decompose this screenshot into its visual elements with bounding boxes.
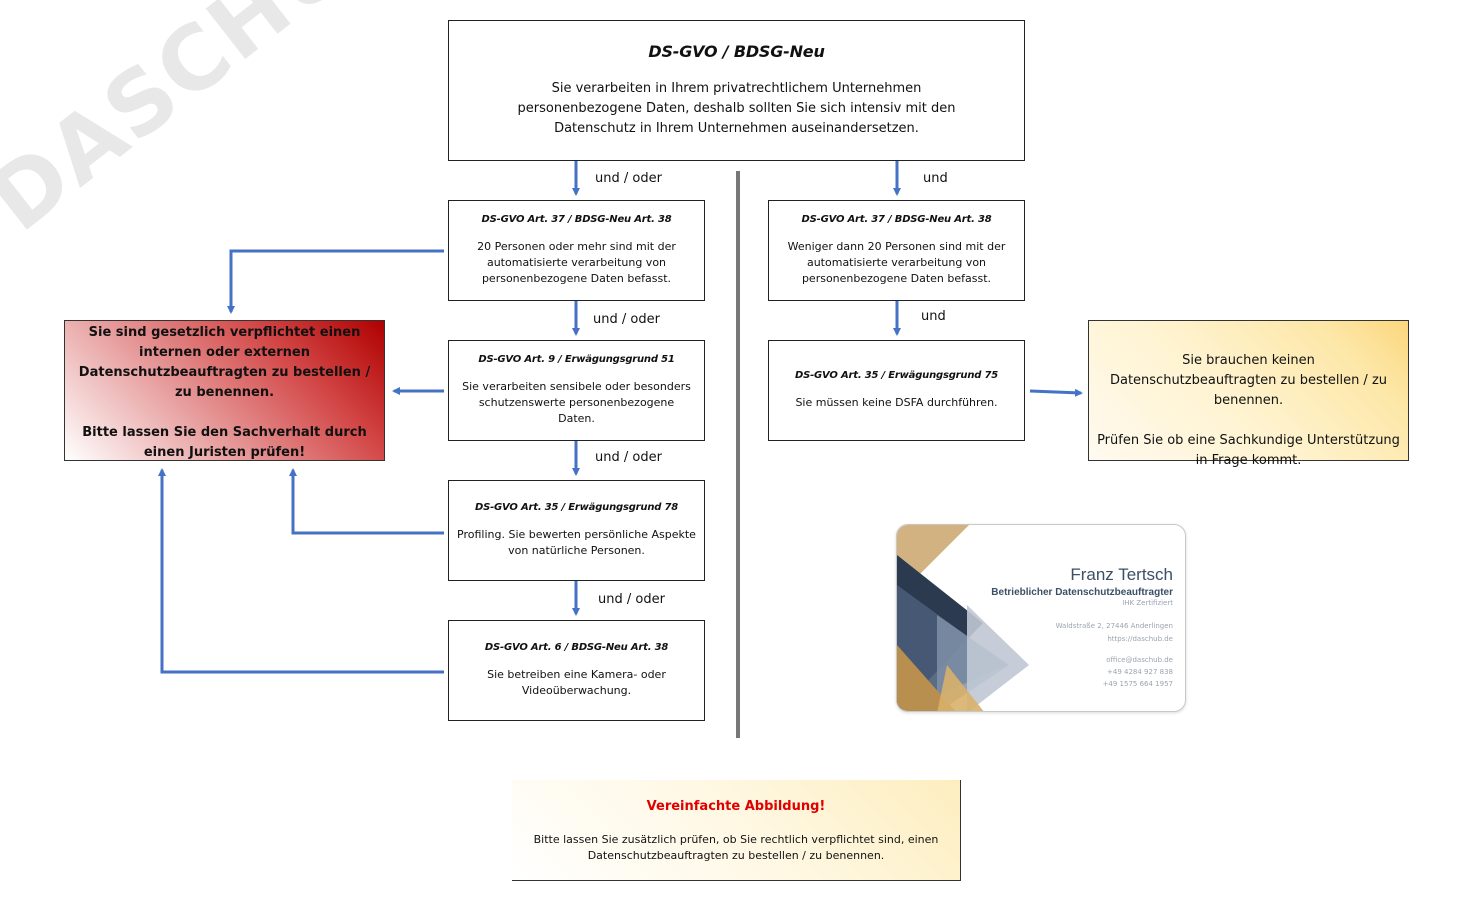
- card-certification: IHK Zertifiziert: [1122, 599, 1173, 607]
- note-box-text: Bitte lassen Sie zusätzlich prüfen, ob S…: [533, 833, 939, 862]
- right-box-2-text: Sie müssen keine DSFA durchführen.: [795, 396, 998, 409]
- warning-box-line2: Bitte lassen Sie den Sachverhalt durch e…: [82, 425, 367, 460]
- left-box-3-head: DS-GVO Art. 35 / Erwägungsgrund 78: [474, 502, 678, 513]
- card-email[interactable]: office@daschub.de: [1106, 656, 1173, 664]
- main-box-text: Sie verarbeiten in Ihrem privatrechtlich…: [517, 81, 956, 136]
- left-box-4-head: DS-GVO Art. 6 / BDSG-Neu Art. 38: [484, 642, 669, 653]
- right-box-1-text: Weniger dann 20 Personen sind mit der au…: [787, 240, 1006, 285]
- arrow-left-1-to-warning: [227, 249, 444, 314]
- left-box-2: DS-GVO Art. 9 / Erwägungsgrund 51 Sie ve…: [448, 340, 705, 441]
- left-box-2-head: DS-GVO Art. 9 / Erwägungsgrund 51: [478, 354, 675, 365]
- right-box-1: DS-GVO Art. 37 / BDSG-Neu Art. 38 Wenige…: [768, 200, 1025, 301]
- arrow-right-2-to-info: [1029, 388, 1083, 397]
- connector-label-left-2: und / oder: [593, 312, 660, 327]
- right-box-2-head: DS-GVO Art. 35 / Erwägungsgrund 75: [794, 370, 998, 381]
- main-box: DS-GVO / BDSG-Neu Sie verarbeiten in Ihr…: [448, 20, 1025, 161]
- note-box: Vereinfachte Abbildung! Bitte lassen Sie…: [512, 780, 961, 881]
- card-name: Franz Tertsch: [1070, 565, 1173, 584]
- card-website[interactable]: https://daschub.de: [1107, 635, 1173, 643]
- left-box-2-text: Sie verarbeiten sensibele oder besonders…: [462, 380, 691, 425]
- column-divider: [736, 171, 740, 738]
- card-role: Betrieblicher Datenschutzbeauftragter: [991, 587, 1173, 598]
- info-box-line2: Prüfen Sie ob eine Sachkundige Unterstüt…: [1097, 433, 1400, 468]
- left-box-1: DS-GVO Art. 37 / BDSG-Neu Art. 38 20 Per…: [448, 200, 705, 301]
- connector-label-left-1: und / oder: [595, 171, 662, 186]
- left-box-1-text: 20 Personen oder mehr sind mit der autom…: [477, 240, 676, 285]
- connector-label-left-3: und / oder: [595, 450, 662, 465]
- note-box-title: Vereinfachte Abbildung!: [646, 799, 826, 814]
- arrow-left-3-to-warning: [289, 468, 444, 535]
- right-box-2: DS-GVO Art. 35 / Erwägungsgrund 75 Sie m…: [768, 340, 1025, 441]
- card-address: Waldstraße 2, 27446 Anderlingen: [1055, 622, 1173, 630]
- main-box-title: DS-GVO / BDSG-Neu: [648, 42, 825, 61]
- arrow-left-4-to-warning: [158, 468, 444, 674]
- right-box-1-head: DS-GVO Art. 37 / BDSG-Neu Art. 38: [801, 214, 992, 225]
- left-box-4-text: Sie betreiben eine Kamera- oder Videoübe…: [487, 668, 666, 697]
- warning-box-line1: Sie sind gesetzlich verpflichtet einen i…: [78, 325, 371, 400]
- left-box-4: DS-GVO Art. 6 / BDSG-Neu Art. 38 Sie bet…: [448, 620, 705, 721]
- connector-label-right-2: und: [921, 309, 946, 324]
- business-card: Franz Tertsch Betrieblicher Datenschutzb…: [896, 524, 1186, 712]
- left-box-1-head: DS-GVO Art. 37 / BDSG-Neu Art. 38: [481, 214, 672, 225]
- card-logo-graphic: [897, 525, 1029, 711]
- left-box-3: DS-GVO Art. 35 / Erwägungsgrund 78 Profi…: [448, 480, 705, 581]
- card-phone-2: +49 1575 664 1957: [1102, 680, 1173, 688]
- info-box-line1: Sie brauchen keinen Datenschutzbeauftrag…: [1109, 353, 1388, 408]
- card-phone-1: +49 4284 927 838: [1107, 668, 1173, 676]
- left-box-3-text: Profiling. Sie bewerten persönliche Aspe…: [457, 528, 696, 557]
- connector-label-left-4: und / oder: [598, 592, 665, 607]
- warning-box: Sie sind gesetzlich verpflichtet einen i…: [64, 320, 385, 461]
- info-box: Sie brauchen keinen Datenschutzbeauftrag…: [1088, 320, 1409, 468]
- connector-label-right-1: und: [923, 171, 948, 186]
